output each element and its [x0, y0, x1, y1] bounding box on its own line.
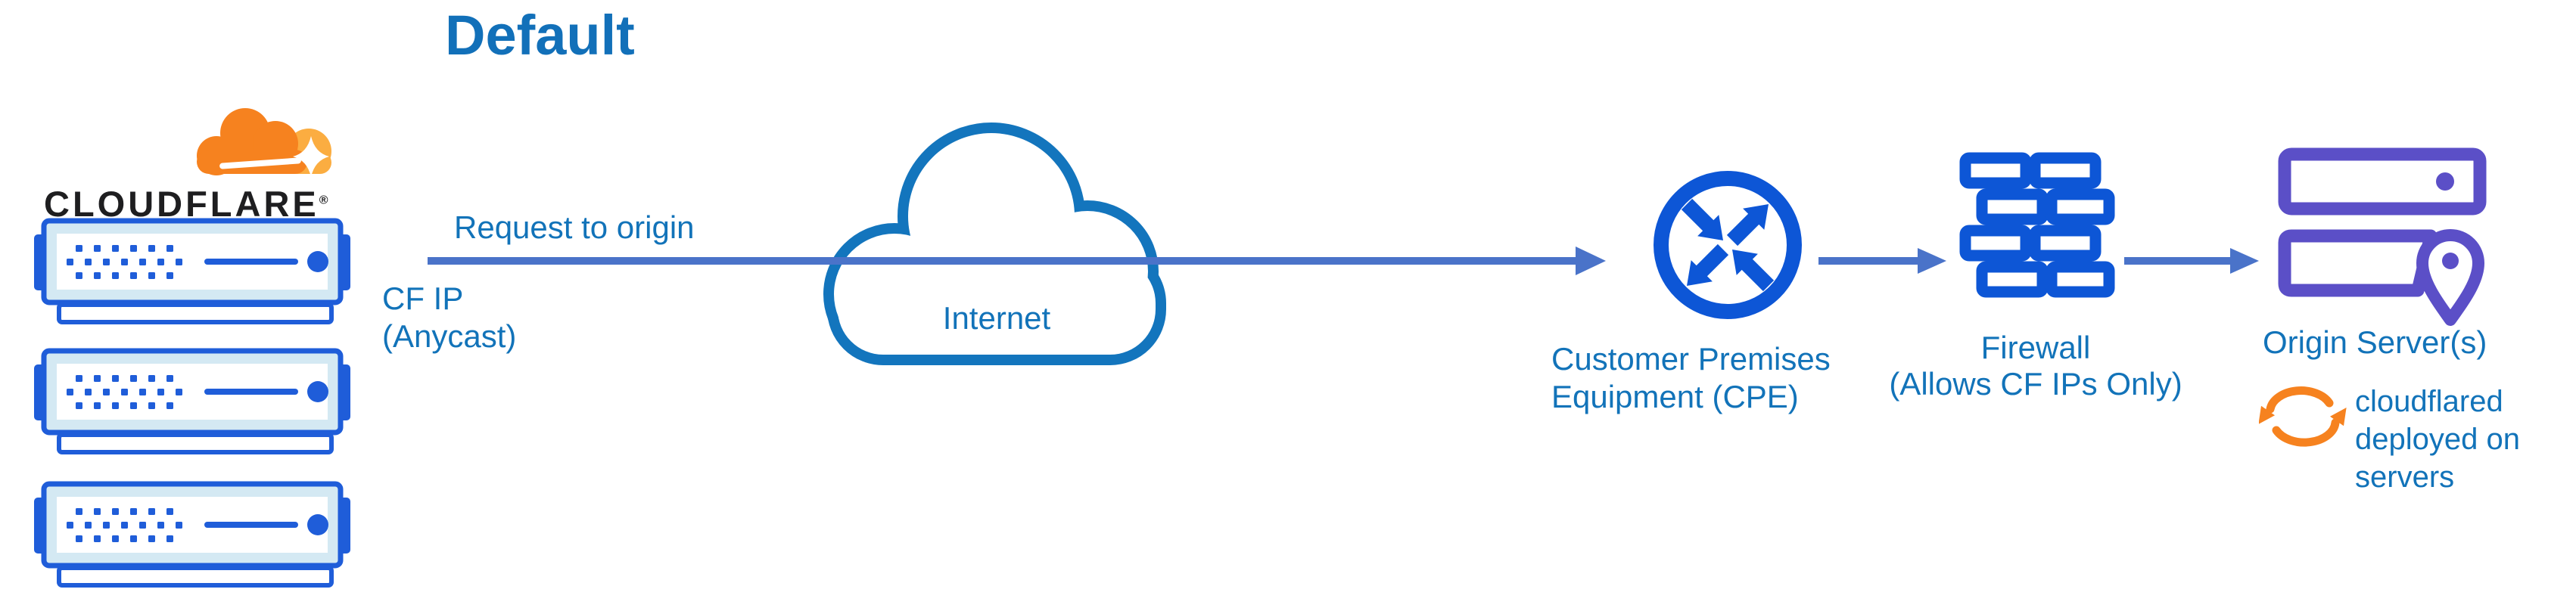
firewall-icon — [1959, 152, 2115, 298]
cpe-label-line1: Customer Premises — [1551, 341, 1831, 377]
origin-server-led — [2436, 172, 2454, 191]
internet-label: Internet — [942, 300, 1051, 336]
origin-servers-label: Origin Server(s) — [2263, 324, 2487, 360]
registered-mark: ® — [319, 194, 328, 207]
cloudflare-wordmark: CLOUDFLARE® — [44, 183, 328, 225]
cloudflared-note: cloudflared deployed on servers — [2355, 385, 2520, 494]
request-to-origin-label: Request to origin — [454, 209, 695, 245]
cf-ip-anycast-label: CF IP (Anycast) — [382, 280, 516, 355]
cf-ip-line2: (Anycast) — [382, 318, 517, 354]
edge-server-icon-2 — [32, 348, 353, 469]
location-pin-dot — [2442, 253, 2459, 269]
diagram-title: Default — [445, 4, 635, 67]
cf-ip-line1: CF IP — [382, 281, 464, 316]
location-pin-icon — [2416, 229, 2484, 326]
firewall-label-line1: Firewall — [1980, 330, 2091, 365]
edge-server-icon-1 — [32, 218, 353, 339]
cloudflare-logo-icon — [197, 108, 331, 177]
edge-server-icon-3 — [32, 481, 353, 602]
firewall-label-line2: (Allows CF IPs Only) — [1889, 366, 2182, 402]
cloudflared-sync-icon — [2259, 386, 2347, 447]
arrowhead-firewall-to-origin — [2230, 248, 2259, 274]
cpe-router-icon — [1654, 171, 1802, 319]
firewall-label: Firewall (Allows CF IPs Only) — [1869, 330, 2202, 402]
origin-servers-icon — [2278, 147, 2487, 326]
cpe-label-line2: Equipment (CPE) — [1551, 379, 1799, 414]
arrowhead-cf-to-cpe — [1576, 247, 1606, 275]
cloudflare-wordmark-text: CLOUDFLARE — [44, 184, 319, 224]
arrowhead-cpe-to-firewall — [1918, 248, 1946, 274]
cpe-label: Customer Premises Equipment (CPE) — [1551, 340, 1831, 416]
cloudflare-logo-spark — [293, 136, 329, 177]
cloudflare-logo-slit — [219, 157, 301, 169]
